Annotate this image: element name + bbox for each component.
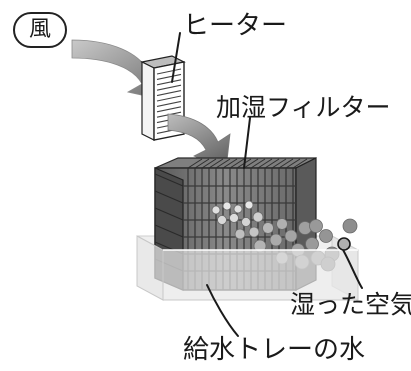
water-droplet-icon	[233, 204, 243, 214]
water-droplet-icon	[269, 233, 283, 247]
water-droplet-icon	[252, 211, 264, 223]
water-droplet-icon	[244, 200, 254, 210]
filter-leader-line	[243, 117, 251, 169]
heater-label: ヒーター	[183, 11, 288, 41]
heater-fin	[156, 68, 182, 75]
humidifying-filter-label: 加湿フィルター	[216, 93, 391, 122]
filter-pleat-top	[229, 158, 245, 169]
water-droplet-icon	[276, 218, 288, 230]
water-droplet-icon	[262, 222, 274, 234]
filter-pleat-top	[187, 158, 203, 169]
filter-pleat-top	[222, 158, 238, 169]
water-droplet-icon	[211, 205, 221, 215]
water-droplet-icon	[319, 229, 333, 243]
water-droplet-icon	[234, 228, 246, 240]
water-tray-icon	[136, 235, 359, 301]
filter-pleat-top	[264, 158, 280, 169]
filter-side-row	[154, 173, 184, 187]
filter-pleat-top	[278, 158, 294, 169]
water-droplet-icon	[217, 215, 227, 225]
water-droplet-icon	[248, 226, 260, 238]
water-droplet-icon	[309, 219, 323, 233]
heater-fin	[156, 90, 182, 97]
water-droplet-icon	[229, 213, 239, 223]
filter-side-row	[154, 207, 184, 221]
filter-pleat-top	[243, 158, 259, 169]
filter-side-row	[154, 224, 184, 238]
water-droplet-icon	[342, 218, 358, 234]
leader-lines	[171, 32, 363, 337]
filter-pleat-top	[201, 158, 217, 169]
heater-fin	[156, 106, 182, 113]
filter-pleat-top	[285, 158, 301, 169]
water-droplet-icon	[241, 217, 251, 227]
filter-pleat-top	[257, 158, 273, 169]
heater-fin	[156, 95, 182, 102]
water-droplet-icon	[305, 237, 319, 251]
heater-leader-line	[171, 32, 181, 83]
moist-air-pointer-droplet	[337, 237, 351, 251]
water-droplet-icon	[284, 229, 298, 243]
filter-pleat-top	[292, 158, 308, 169]
moist-air-label: 湿った空気	[290, 290, 411, 319]
tray-water-label: 給水トレーの水	[183, 335, 366, 365]
filter-side-row	[154, 190, 184, 204]
wind-label: 風	[13, 12, 67, 48]
filter-pleat-top	[194, 158, 210, 169]
filter-pleat-top	[250, 158, 266, 169]
filter-pleat-top	[215, 158, 231, 169]
tray-leader-line	[206, 284, 239, 337]
heater-fin	[156, 84, 182, 91]
heater-fin	[156, 100, 182, 107]
heater-fin	[156, 79, 182, 86]
filter-pleat-top	[208, 158, 224, 169]
heater-fin	[156, 73, 182, 80]
water-droplet-icon	[222, 201, 232, 211]
filter-pleat-top	[271, 158, 287, 169]
moist-air-leader-line	[341, 247, 363, 289]
